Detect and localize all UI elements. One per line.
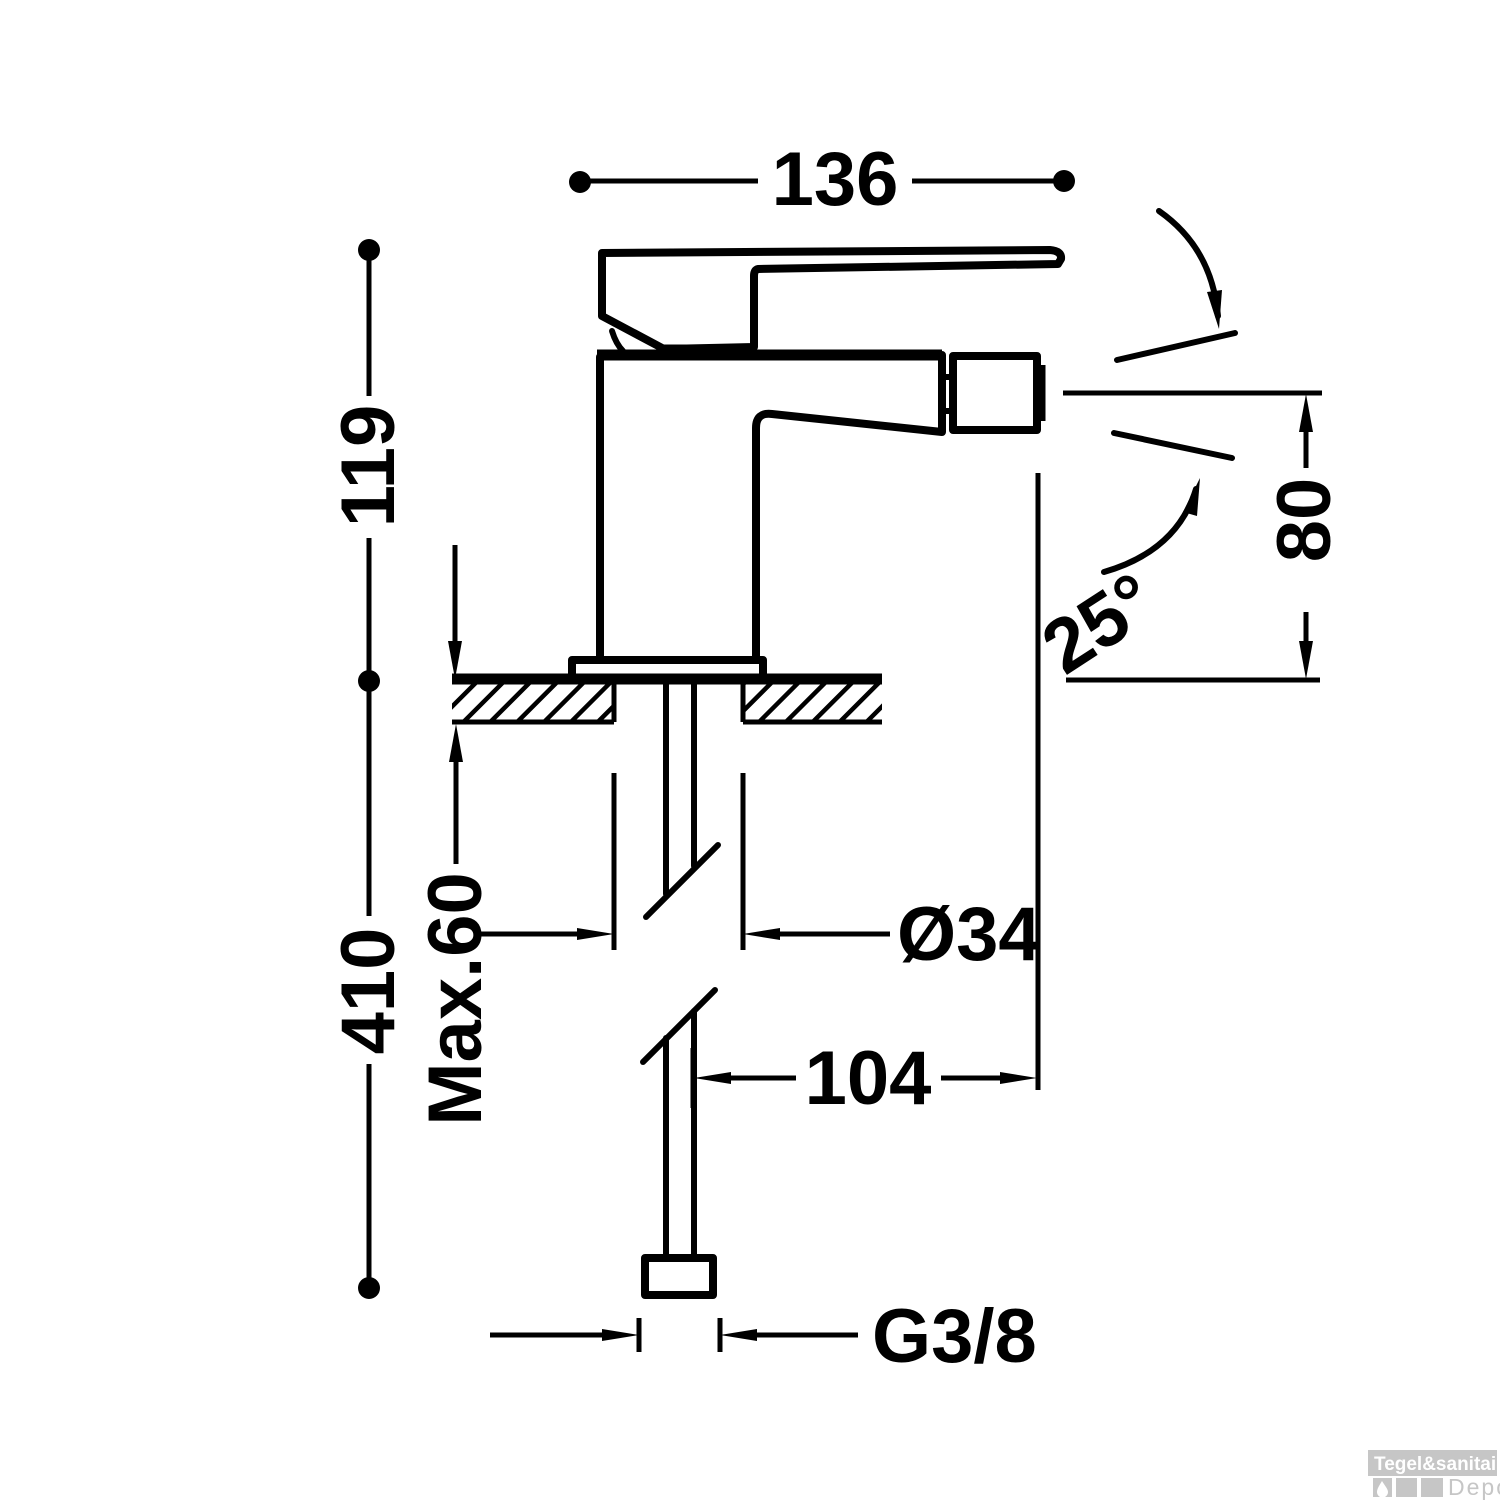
faucet-handle-lever	[598, 246, 1066, 353]
swing-arc-upper-arrowhead	[1207, 290, 1222, 329]
dim-hole-diameter: Ø34	[476, 773, 1041, 977]
watermark-sub-text: Depot	[1448, 1474, 1500, 1500]
dim-label-d34: Ø34	[897, 892, 1041, 977]
hose-break-lower	[640, 987, 718, 1065]
dim-label-max60: Max.60	[413, 872, 498, 1126]
faucet-spout-arm	[752, 351, 946, 663]
spout-aerator	[949, 352, 1041, 434]
dim-max-deck-thickness: Max.60	[413, 545, 498, 1126]
droplet-icon	[1377, 1481, 1388, 1498]
watermark-tile-2	[1396, 1478, 1417, 1497]
handle-pivot-arc	[609, 328, 626, 354]
counter-hatch-left	[452, 681, 614, 722]
swing-tick-lower	[1111, 430, 1235, 461]
watermark-banner	[1368, 1450, 1497, 1476]
watermark-tile-3	[1421, 1478, 1443, 1497]
swing-tick-upper	[1114, 330, 1238, 363]
handle-swing-indicator: 25°	[1028, 208, 1238, 691]
dim-label-25deg: 25°	[1028, 557, 1171, 691]
dim-label-136: 136	[772, 137, 899, 222]
dim-label-410: 410	[326, 928, 411, 1055]
bidet-faucet-outline	[452, 246, 1066, 1299]
dim-handle-length: 136	[569, 137, 1075, 222]
watermark-brand-text: Tegel&sanitair	[1374, 1454, 1500, 1475]
dim-spout-height: 80	[1063, 390, 1347, 683]
dim-body-height: 119	[326, 239, 411, 681]
swing-arc-lower	[1101, 486, 1199, 575]
countertop-section	[452, 673, 882, 725]
counter-hatch-right	[743, 681, 882, 722]
dim-label-104: 104	[805, 1036, 932, 1121]
dim-thread-size: G3/8	[490, 1294, 1037, 1379]
dim-label-119: 119	[326, 405, 411, 528]
dim-label-80: 80	[1262, 478, 1347, 563]
hose-break-upper	[643, 842, 721, 920]
dim-spout-reach: 104	[690, 1036, 1037, 1121]
hose-connector-end	[641, 1254, 717, 1299]
dim-label-g38: G3/8	[872, 1294, 1037, 1379]
swing-arc-upper	[1156, 208, 1221, 319]
supply-hose	[640, 678, 721, 1299]
dim-hose-length: 410	[326, 670, 411, 1299]
watermark: Tegel&sanitair Depot	[1368, 1450, 1500, 1500]
swing-arc-lower-arrowhead	[1183, 478, 1200, 516]
